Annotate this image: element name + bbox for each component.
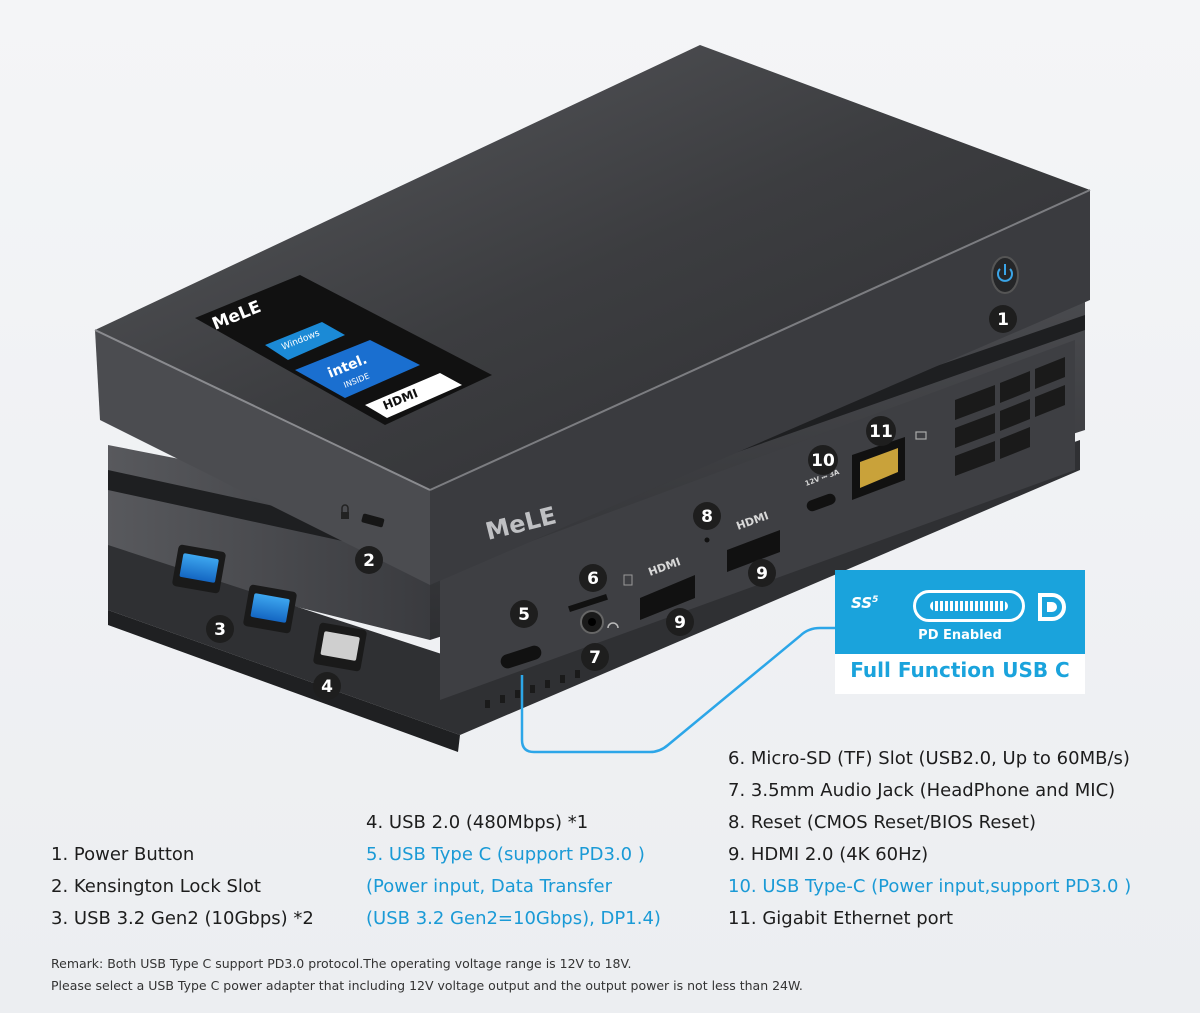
spec-col3-item-5: 10. USB Type-C (Power input,support PD3.… bbox=[728, 876, 1132, 897]
callout-title: Full Function USB C bbox=[850, 658, 1070, 682]
ethernet-port[interactable] bbox=[852, 437, 905, 500]
svg-text:8: 8 bbox=[701, 507, 713, 527]
displayport-icon bbox=[1038, 593, 1066, 621]
spec-col3-item-6: 11. Gigabit Ethernet port bbox=[728, 908, 954, 929]
ethernet-icon bbox=[915, 431, 927, 440]
badge-8: 8 bbox=[693, 502, 721, 530]
spec-col2-item-1: 4. USB 2.0 (480Mbps) *1 bbox=[366, 812, 589, 833]
svg-text:6: 6 bbox=[587, 569, 599, 589]
sd-slot[interactable] bbox=[568, 593, 608, 613]
vent-dots bbox=[485, 670, 580, 708]
headphone-icon bbox=[607, 622, 619, 629]
badge-9b: 9 bbox=[748, 559, 776, 587]
top-shell-front bbox=[95, 330, 430, 585]
lower-side-panel bbox=[440, 340, 1075, 700]
badge-5: 5 bbox=[510, 600, 538, 628]
top-shell-side bbox=[430, 190, 1090, 585]
svg-text:1: 1 bbox=[997, 310, 1009, 330]
badge-7: 7 bbox=[581, 643, 609, 671]
base-plate-front bbox=[108, 610, 460, 752]
svg-text:11: 11 bbox=[869, 422, 893, 442]
callout-header: SS5 PD Enabled bbox=[835, 570, 1085, 654]
badge-11: 11 bbox=[866, 416, 896, 446]
usbc-port-10[interactable] bbox=[805, 492, 837, 513]
usb2-port[interactable] bbox=[313, 622, 368, 672]
audio-jack[interactable] bbox=[580, 610, 604, 634]
superspeed-text: SS bbox=[851, 594, 873, 612]
badge-9a: 9 bbox=[666, 608, 694, 636]
spec-col1-item-2: 2. Kensington Lock Slot bbox=[51, 876, 261, 897]
power-button[interactable] bbox=[991, 256, 1019, 294]
usb3-port-b[interactable] bbox=[243, 584, 298, 634]
usbc-port-5[interactable] bbox=[499, 644, 543, 670]
spec-col3-item-3: 8. Reset (CMOS Reset/BIOS Reset) bbox=[728, 812, 1036, 833]
badge-3a: 3 bbox=[206, 615, 234, 643]
superspeed-gen: 5 bbox=[872, 595, 879, 605]
svg-text:5: 5 bbox=[518, 605, 530, 625]
badge-10: 10 bbox=[808, 445, 838, 475]
pd-enabled-label: PD Enabled bbox=[918, 628, 1002, 643]
badge-6: 6 bbox=[579, 564, 607, 592]
hdmi-port-b[interactable] bbox=[727, 530, 780, 572]
svg-text:7: 7 bbox=[589, 648, 601, 668]
spec-col2-item-4: (USB 3.2 Gen2=10Gbps), DP1.4) bbox=[366, 908, 661, 929]
badge-2: 2 bbox=[355, 546, 383, 574]
svg-text:9: 9 bbox=[756, 564, 768, 584]
callout-connector bbox=[520, 626, 835, 754]
svg-text:2: 2 bbox=[363, 551, 375, 571]
power-icon bbox=[997, 264, 1013, 282]
remark-line-1: Remark: Both USB Type C support PD3.0 pr… bbox=[51, 956, 632, 971]
svg-text:10: 10 bbox=[811, 451, 835, 471]
spec-col1-item-1: 1. Power Button bbox=[51, 844, 195, 865]
hdmi-port-a[interactable] bbox=[640, 575, 695, 620]
spec-col3-item-1: 6. Micro-SD (TF) Slot (USB2.0, Up to 60M… bbox=[728, 748, 1130, 769]
usb3-port-a[interactable] bbox=[172, 544, 227, 594]
sd-card-icon bbox=[623, 574, 633, 586]
reset-hole[interactable] bbox=[704, 537, 710, 543]
lock-icon bbox=[341, 504, 349, 519]
superspeed-logo: SS5 bbox=[851, 594, 878, 612]
usbc-port-icon bbox=[913, 590, 1025, 622]
spec-col3-item-2: 7. 3.5mm Audio Jack (HeadPhone and MIC) bbox=[728, 780, 1116, 801]
badge-1: 1 bbox=[989, 305, 1017, 333]
svg-text:9: 9 bbox=[674, 613, 686, 633]
spec-col3-item-4: 9. HDMI 2.0 (4K 60Hz) bbox=[728, 844, 929, 865]
usbc-callout: SS5 PD Enabled Full Function USB C bbox=[835, 570, 1085, 694]
spec-col1-item-3: 3. USB 3.2 Gen2 (10Gbps) *2 bbox=[51, 908, 314, 929]
spec-col2-item-2: 5. USB Type C (support PD3.0 ) bbox=[366, 844, 645, 865]
brand-sticker: MeLE Windows intel. INSIDE HDMI bbox=[195, 275, 492, 425]
vent-grille bbox=[955, 357, 1065, 476]
badge-4: 4 bbox=[313, 672, 341, 700]
spec-col2-item-3: (Power input, Data Transfer bbox=[366, 876, 612, 897]
lock-slot[interactable] bbox=[361, 513, 385, 528]
svg-text:4: 4 bbox=[321, 677, 333, 697]
svg-text:3: 3 bbox=[214, 620, 226, 640]
remark-line-2: Please select a USB Type C power adapter… bbox=[51, 978, 803, 993]
